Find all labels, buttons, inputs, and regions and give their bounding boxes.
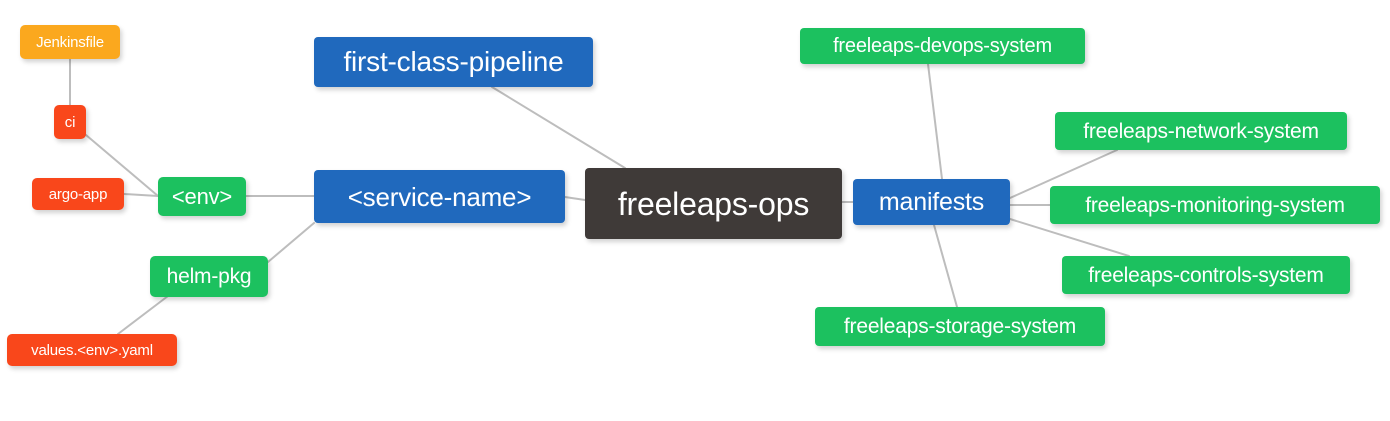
node-label-freeleaps-monitoring-system: freeleaps-monitoring-system bbox=[1085, 193, 1345, 217]
node-argo-app[interactable]: argo-app bbox=[32, 178, 124, 210]
node-service-name[interactable]: <service-name> bbox=[314, 170, 565, 223]
node-freeleaps-devops-system[interactable]: freeleaps-devops-system bbox=[800, 28, 1085, 64]
node-freeleaps-monitoring-system[interactable]: freeleaps-monitoring-system bbox=[1050, 186, 1380, 224]
node-ci[interactable]: ci bbox=[54, 105, 86, 139]
node-label-service-name: <service-name> bbox=[347, 181, 532, 212]
node-label-helm-pkg: helm-pkg bbox=[166, 265, 252, 288]
node-freeleaps-storage-system[interactable]: freeleaps-storage-system bbox=[815, 307, 1105, 346]
node-label-argo-app: argo-app bbox=[48, 185, 108, 203]
node-jenkinsfile[interactable]: Jenkinsfile bbox=[20, 25, 120, 59]
node-values-yaml[interactable]: values.<env>.yaml bbox=[7, 334, 177, 366]
node-first-class-pipeline[interactable]: first-class-pipeline bbox=[314, 37, 593, 87]
node-label-freeleaps-controls-system: freeleaps-controls-system bbox=[1088, 263, 1324, 287]
node-label-env: <env> bbox=[171, 183, 233, 209]
node-label-ci: ci bbox=[64, 113, 76, 131]
node-label-first-class-pipeline: first-class-pipeline bbox=[343, 46, 564, 77]
node-freeleaps-controls-system[interactable]: freeleaps-controls-system bbox=[1062, 256, 1350, 294]
node-label-manifests: manifests bbox=[878, 187, 985, 216]
node-label-jenkinsfile: Jenkinsfile bbox=[36, 33, 104, 51]
node-label-freeleaps-devops-system: freeleaps-devops-system bbox=[833, 35, 1052, 57]
node-label-values-yaml: values.<env>.yaml bbox=[31, 341, 153, 359]
node-freeleaps-ops[interactable]: freeleaps-ops bbox=[585, 168, 842, 239]
node-helm-pkg[interactable]: helm-pkg bbox=[150, 256, 268, 297]
node-label-freeleaps-ops: freeleaps-ops bbox=[617, 185, 810, 222]
node-label-freeleaps-storage-system: freeleaps-storage-system bbox=[843, 315, 1077, 338]
node-manifests[interactable]: manifests bbox=[853, 179, 1010, 225]
node-freeleaps-network-system[interactable]: freeleaps-network-system bbox=[1055, 112, 1347, 150]
node-label-freeleaps-network-system: freeleaps-network-system bbox=[1083, 119, 1319, 143]
node-env[interactable]: <env> bbox=[158, 177, 246, 216]
